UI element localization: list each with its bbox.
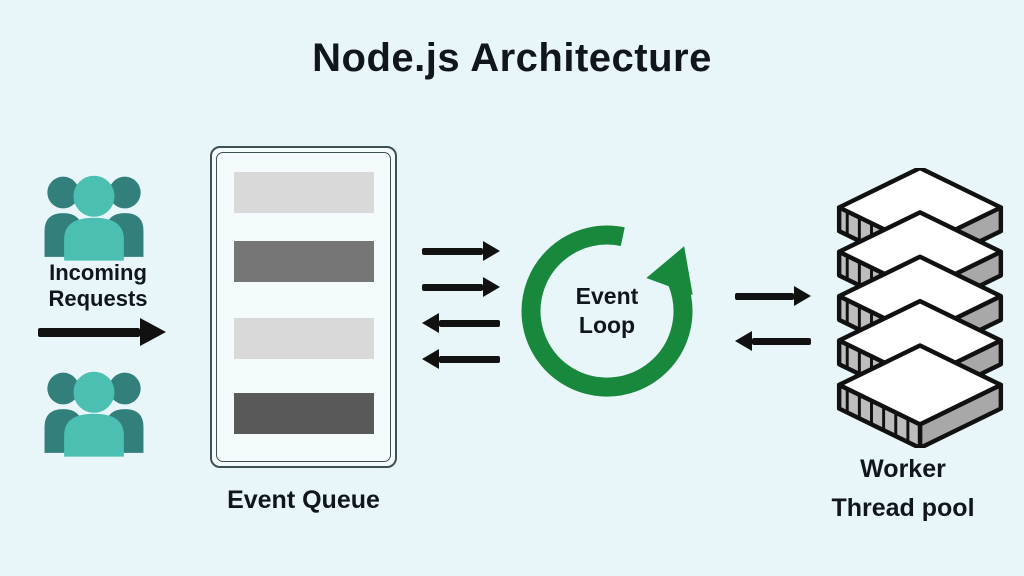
users-group-icon [44, 371, 144, 457]
queue-bar-dark [234, 393, 374, 434]
queue-loop-arrows [422, 241, 500, 385]
diagram-title: Node.js Architecture [312, 36, 712, 80]
arrow-right [422, 241, 500, 261]
queue-bar-medium [234, 241, 374, 282]
worker-thread-pool-label: Worker Thread pool [790, 450, 1016, 528]
queue-bar-light [234, 172, 374, 213]
worker-stack-layers [839, 168, 1001, 448]
arrow-left [735, 331, 811, 351]
event-queue-inner-frame [216, 152, 391, 462]
circular-arrow-icon [521, 225, 693, 397]
arrow-right [422, 277, 500, 297]
queue-bar-light [234, 318, 374, 359]
event-queue-label: Event Queue [227, 486, 380, 514]
worker-pool-line1: Worker [860, 455, 946, 483]
arrow-left [422, 349, 500, 369]
loop-worker-arrows [735, 286, 811, 376]
event-loop-line1: Event [575, 283, 639, 310]
event-loop-label: Event Loop [512, 216, 702, 406]
incoming-requests-line2: Requests [48, 285, 148, 311]
incoming-requests-line1: Incoming [49, 260, 147, 285]
incoming-arrow-shaft [38, 327, 140, 337]
event-loop-line2: Loop [578, 312, 636, 338]
incoming-arrow [38, 318, 166, 346]
incoming-arrow-head [140, 318, 166, 346]
users-group-icon [44, 175, 144, 261]
worker-pool-line2: Thread pool [831, 493, 975, 522]
arrow-left [422, 313, 500, 333]
incoming-requests-label: Incoming Requests [8, 260, 188, 312]
arrow-right [735, 286, 811, 306]
layer-stack-icon [836, 168, 1004, 448]
event-queue-box [210, 146, 397, 468]
